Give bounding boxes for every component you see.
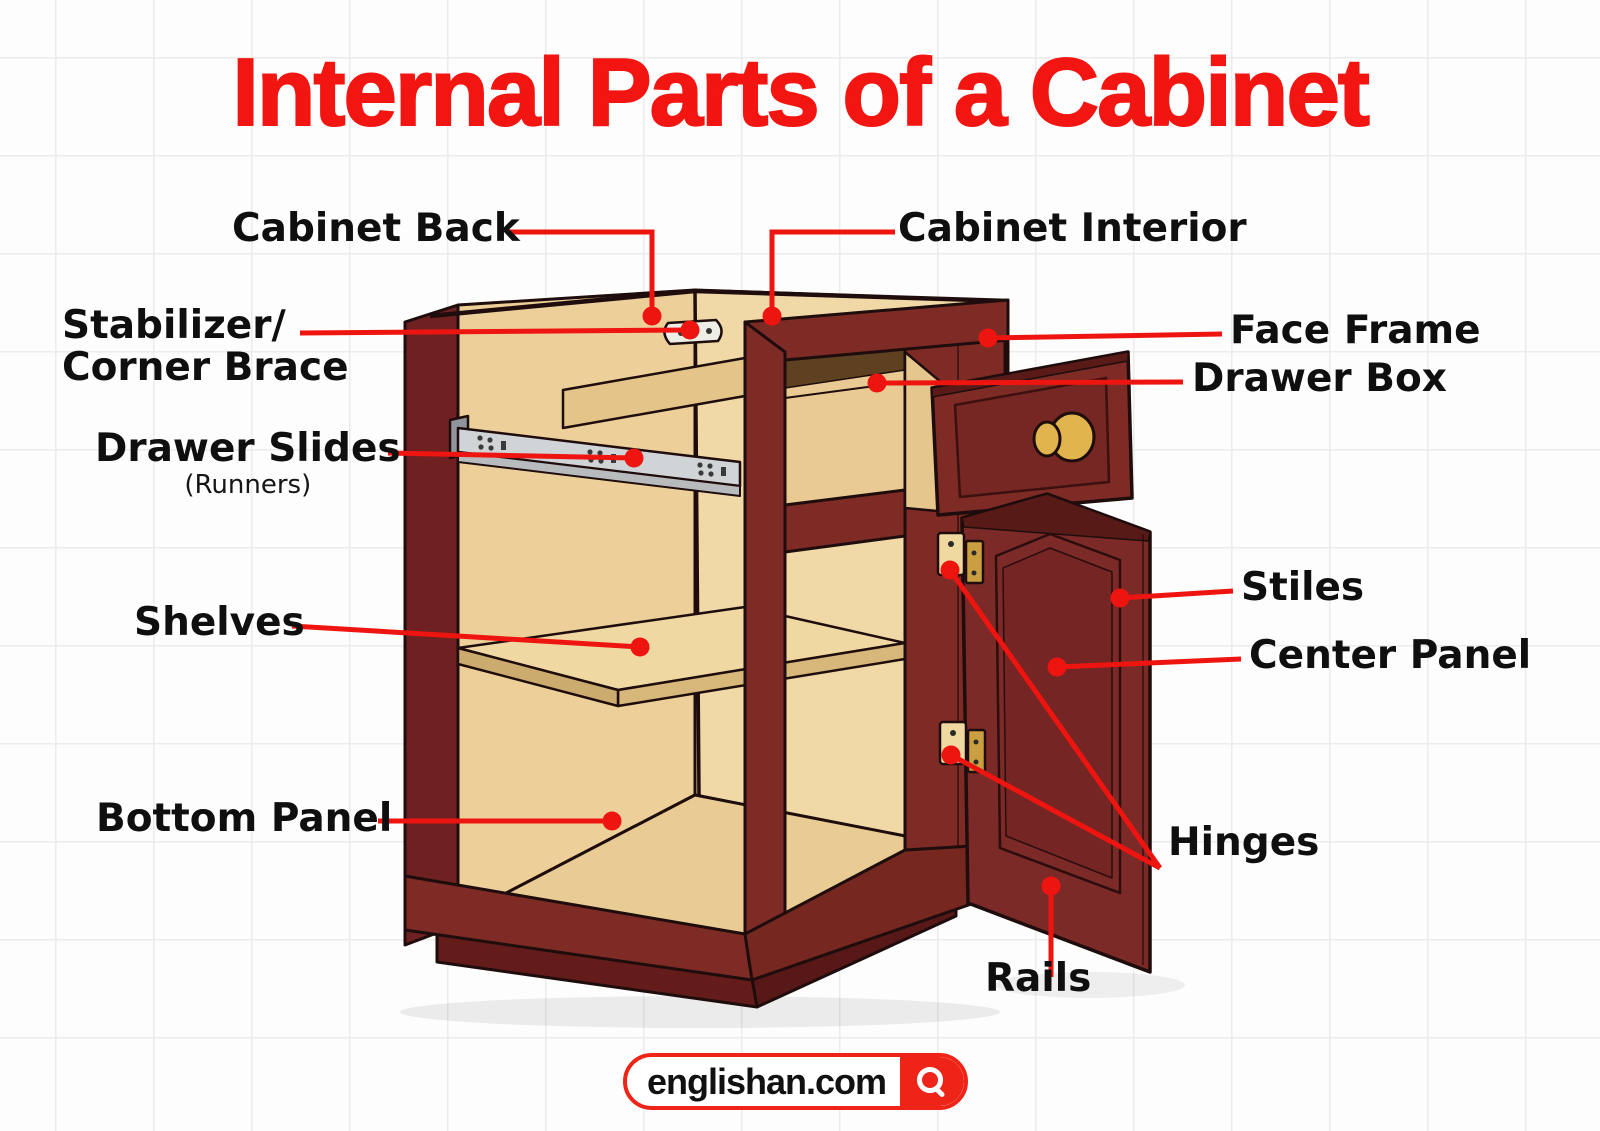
leader-center-panel: [1056, 656, 1242, 670]
leader-face-frame: [987, 331, 1223, 341]
label-hinges: Hinges: [1168, 820, 1320, 865]
face-frame-center-stile: [743, 320, 787, 1007]
leader-drawer-box: [876, 379, 1184, 386]
label-stiles: Stiles: [1241, 565, 1365, 610]
label-face-frame: Face Frame: [1230, 308, 1481, 353]
door-inner-groove: [994, 532, 1122, 895]
search-icon: [917, 1066, 947, 1098]
label-shelves: Shelves: [134, 600, 305, 645]
leader-hinge-top: [947, 568, 1163, 870]
label-drawer-box: Drawer Box: [1192, 356, 1447, 401]
leader-stiles: [1119, 588, 1234, 601]
label-cabinet-back: Cabinet Back: [232, 206, 520, 251]
watermark-text: englishan.com: [646, 1060, 887, 1102]
ground-shadow: [400, 972, 1185, 1028]
cabinet-body: [403, 288, 1152, 1009]
door-center-panel: [1002, 547, 1113, 879]
label-rails: Rails: [985, 956, 1092, 1001]
drawer-front-panel: [953, 376, 1111, 499]
label-drawer-slides-sub: (Runners): [184, 470, 312, 500]
leader-cabinet-interior: [769, 229, 895, 314]
label-drawer-slides: Drawer Slides (Runners): [95, 426, 401, 501]
drawer-box: [903, 350, 1134, 517]
drawer-cavity: [783, 340, 907, 518]
leader-shelves: [291, 623, 641, 650]
cabinet-door: [960, 492, 1152, 974]
leader-lines: [291, 229, 1242, 977]
leader-drawer-slides: [387, 450, 635, 461]
leader-hinge-bottom: [949, 752, 1162, 871]
leader-stabilizer: [299, 327, 691, 336]
label-center-panel: Center Panel: [1249, 633, 1532, 678]
watermark-badge[interactable]: englishan.com: [623, 1053, 968, 1110]
label-cabinet-interior: Cabinet Interior: [898, 206, 1247, 251]
label-stabilizer-corner-brace: Stabilizer/ Corner Brace: [62, 303, 349, 390]
watermark-search-button[interactable]: [900, 1057, 964, 1106]
cabinet-base: [403, 842, 1008, 1009]
cabinet-left-side-panel: [403, 303, 460, 947]
leader-cabinet-back: [508, 229, 655, 314]
leader-dots: [602, 306, 1130, 896]
label-bottom-panel: Bottom Panel: [96, 796, 393, 841]
page-title: Internal Parts of a Cabinet: [231, 38, 1371, 147]
drawer-knob: [1032, 411, 1096, 463]
